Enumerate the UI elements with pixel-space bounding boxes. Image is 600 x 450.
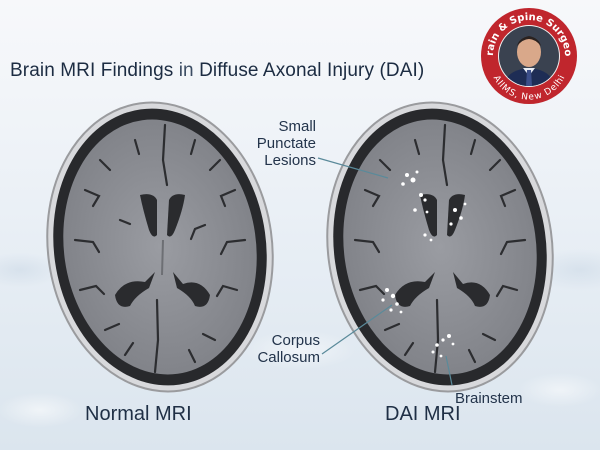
- caption-dai-mri: DAI MRI: [385, 403, 461, 425]
- lesion-dots: [381, 170, 467, 358]
- label-corpus-callosum: Corpus Callosum: [257, 332, 320, 366]
- label-small-punctate-lesions: Small Punctate Lesions: [256, 118, 316, 169]
- surgeon-badge: Brain & Spine Surgeon AIIMS, New Delhi: [475, 0, 579, 106]
- label-brainstem: Brainstem: [455, 390, 523, 407]
- page-title: Brain MRI Findings in Diffuse Axonal Inj…: [10, 60, 425, 81]
- surgeon-portrait-icon: [499, 26, 559, 86]
- caption-normal-mri: Normal MRI: [85, 403, 192, 425]
- normal-mri-image: [45, 100, 275, 395]
